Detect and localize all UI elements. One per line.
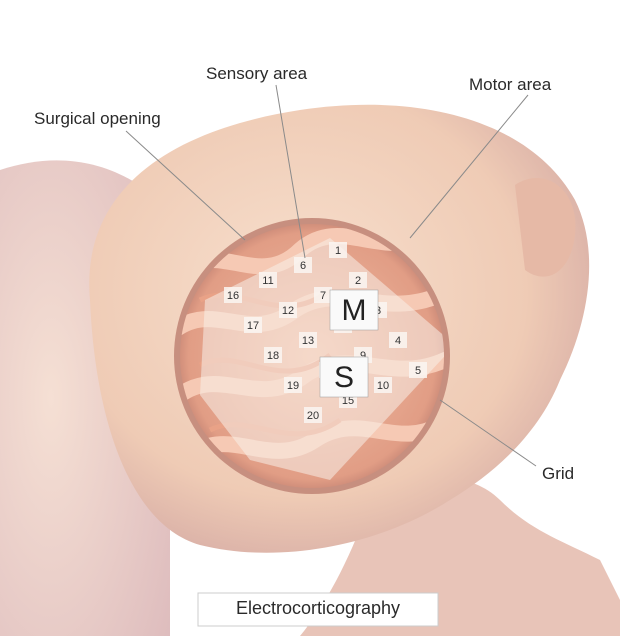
electrode-number: 13 [302, 335, 314, 347]
electrode-pad [349, 272, 367, 288]
electrode-number: 12 [282, 305, 294, 317]
motor-marker: M [342, 294, 367, 327]
electrode-pad [304, 407, 322, 423]
electrode-number: 7 [320, 290, 326, 302]
electrode-number: 5 [415, 365, 421, 377]
electrode-pad [264, 347, 282, 363]
sensory-area-leader [275, 84, 306, 259]
sensory-marker: S [334, 361, 354, 394]
electrode-pad [374, 377, 392, 393]
motor-area-leader [409, 94, 529, 239]
surgical-opening-leader [125, 130, 246, 241]
caption: Electrocorticography [236, 598, 400, 618]
electrode-pad [299, 332, 317, 348]
motor-area-label: Motor area [469, 75, 552, 94]
electrode-number: 20 [307, 410, 319, 422]
electrode-number: 19 [287, 380, 299, 392]
electrode-number: 11 [262, 275, 273, 287]
electrode-pad [279, 302, 297, 318]
electrode-number: 16 [227, 290, 239, 302]
electrode-number: 4 [395, 335, 401, 347]
electrode-labels: 1234567891011121314151617181920 [224, 242, 427, 423]
electrode-number: 6 [300, 260, 306, 272]
electrode-number: 17 [247, 320, 259, 332]
electrode-number: 18 [267, 350, 279, 362]
electrode-pad [284, 377, 302, 393]
sensory-marker-box [319, 356, 369, 398]
electrode-pad [409, 362, 427, 378]
electrode-pad [259, 272, 277, 288]
electrode-pad [314, 287, 332, 303]
grid-label: Grid [542, 464, 574, 483]
motor-marker-box [329, 289, 379, 331]
electrode-pad [244, 317, 262, 333]
surgical-opening-label: Surgical opening [34, 109, 161, 128]
electrode-number: 2 [355, 275, 361, 287]
electrode-number: 10 [377, 380, 389, 392]
caption-box [197, 592, 439, 627]
electrode-pad [224, 287, 242, 303]
electrode-number: 9 [360, 350, 366, 362]
electrode-pad [294, 257, 312, 273]
ear-shape [515, 178, 576, 277]
electrode-pad [389, 332, 407, 348]
grid-leader [439, 399, 537, 467]
sensory-area-label: Sensory area [206, 64, 308, 83]
electrode-pad [329, 242, 347, 258]
electrode-number: 1 [335, 245, 341, 257]
electrode-number: 15 [342, 395, 354, 407]
